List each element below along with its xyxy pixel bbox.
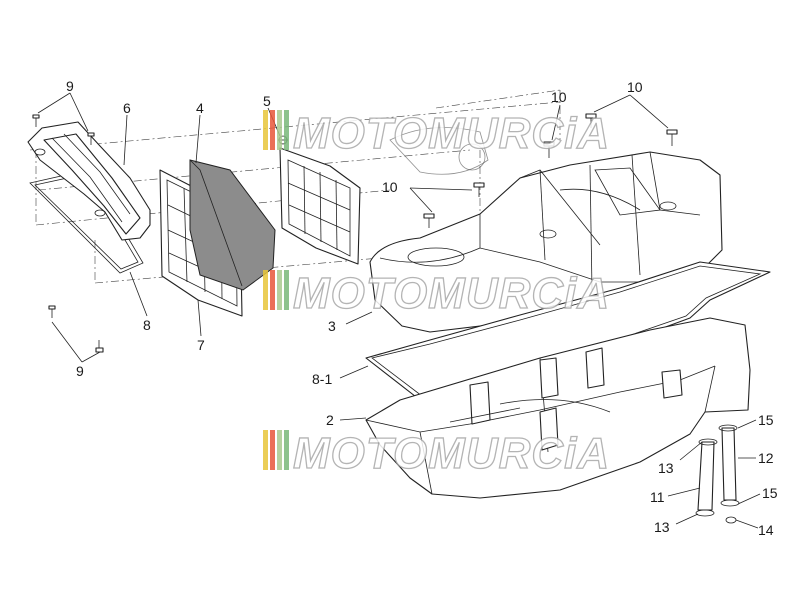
watermark-stripe-1 — [263, 430, 268, 470]
callout-labels: 9 6 4 5 10 10 10 8 7 9 3 8-1 2 15 12 13 … — [66, 78, 778, 538]
callout-12: 12 — [758, 450, 774, 466]
part-10-screws — [423, 113, 678, 228]
callout-11: 11 — [650, 489, 665, 505]
watermark-stripe-2 — [270, 270, 275, 310]
watermark-stripe-4 — [284, 430, 289, 470]
watermark-text-top: MOTOMURCiA — [293, 109, 610, 158]
callout-8: 8 — [143, 317, 151, 333]
watermark-stripe-2 — [270, 110, 275, 150]
part-6-intake-cover — [27, 121, 151, 241]
callout-10-c: 10 — [382, 179, 398, 195]
callout-13-top: 13 — [658, 460, 674, 476]
watermark-text-bottom: MOTOMURCiA — [293, 429, 610, 478]
callout-13-bottom: 13 — [654, 519, 670, 535]
callout-10-b: 10 — [627, 79, 643, 95]
watermark-stripe-3 — [277, 270, 282, 310]
watermark-bottom: MOTOMURCiA — [263, 428, 610, 479]
callout-6: 6 — [123, 100, 131, 116]
callout-15-bottom: 15 — [762, 485, 778, 501]
callout-8-1: 8-1 — [312, 371, 332, 387]
watermark-stripe-1 — [263, 110, 268, 150]
callout-2: 2 — [326, 412, 334, 428]
watermark-stripe-3 — [277, 110, 282, 150]
callout-5: 5 — [263, 93, 271, 109]
drain-tubes — [695, 424, 740, 524]
leader-lines — [37, 92, 761, 529]
watermark-top: MOTOMURCiA — [263, 108, 610, 159]
watermark-stripe-4 — [284, 110, 289, 150]
callout-14: 14 — [758, 522, 774, 538]
watermark-stripe-2 — [270, 430, 275, 470]
watermark-text-middle: MOTOMURCiA — [293, 269, 610, 318]
callout-7: 7 — [197, 337, 205, 353]
callout-9-bottom: 9 — [76, 363, 84, 379]
callout-4: 4 — [196, 100, 204, 116]
watermark-stripe-1 — [263, 270, 268, 310]
callout-9-top: 9 — [66, 78, 74, 94]
callout-10-a: 10 — [551, 89, 567, 105]
callout-15-top: 15 — [758, 412, 774, 428]
part-9-screws — [32, 114, 104, 353]
ghost-outline — [389, 127, 489, 175]
watermark-middle: MOTOMURCiA — [263, 268, 610, 319]
part-4-filter-element — [189, 159, 276, 291]
watermark-stripe-3 — [277, 430, 282, 470]
callout-3: 3 — [328, 318, 336, 334]
watermark-stripe-4 — [284, 270, 289, 310]
part-2-lower-housing — [365, 317, 751, 499]
